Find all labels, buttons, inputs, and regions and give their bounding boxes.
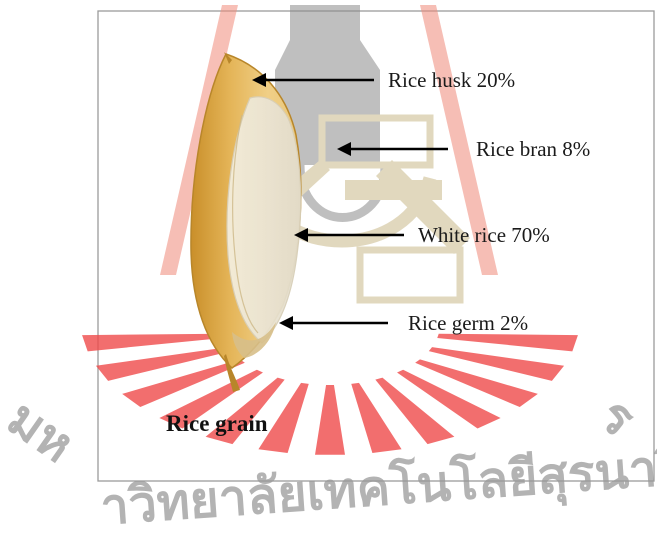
label-white-rice: White rice 70% [418, 225, 550, 246]
label-rice-bran: Rice bran 8% [476, 139, 590, 160]
figure-title: Rice grain [166, 412, 268, 435]
label-rice-husk: Rice husk 20% [388, 70, 515, 91]
label-rice-germ: Rice germ 2% [408, 313, 528, 334]
